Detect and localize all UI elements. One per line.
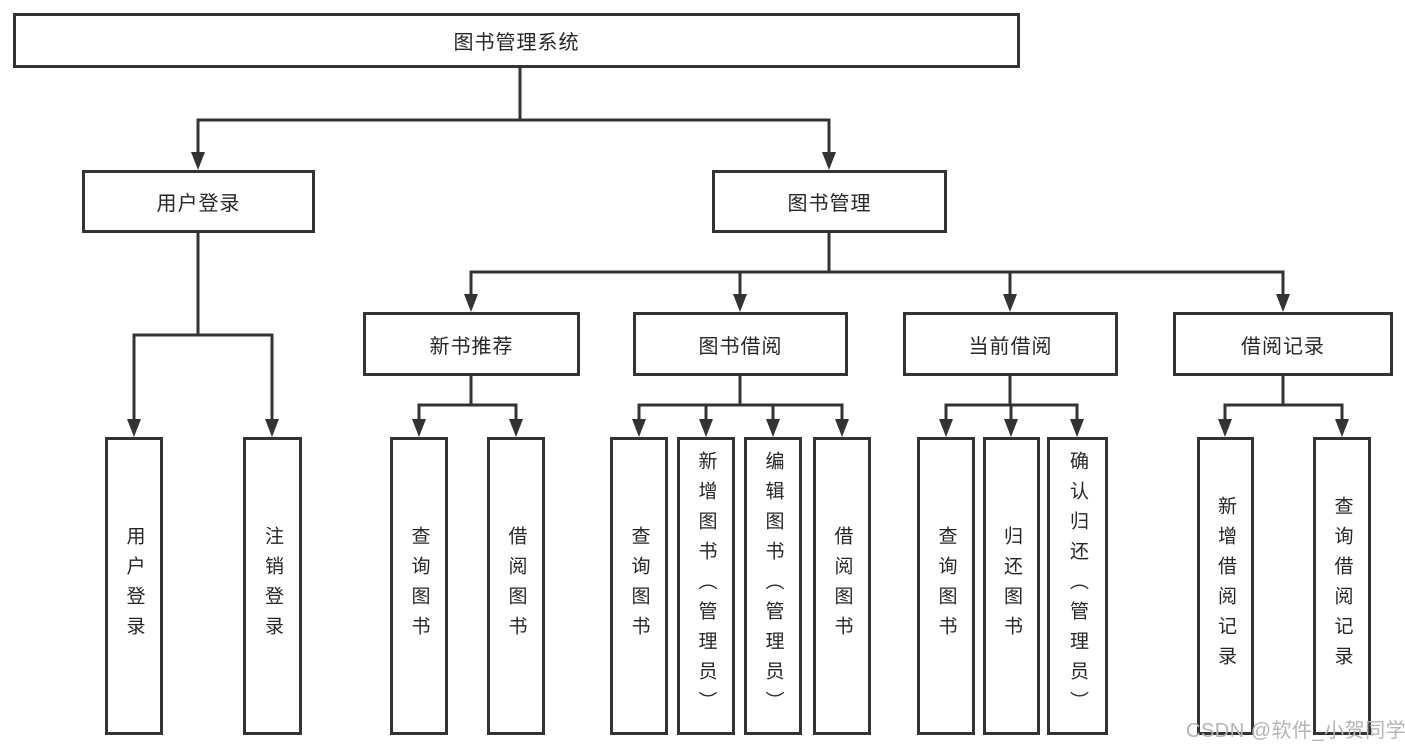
leaf-current-query-books: 查询图书	[917, 437, 975, 735]
leaf-return-books-label: 归还图书	[1001, 526, 1022, 646]
leaf-user-login: 用户登录	[105, 437, 163, 735]
node-book-management-label: 图书管理	[787, 193, 872, 215]
csdn-watermark: CSDN @软件_小贺同学	[1186, 720, 1405, 742]
leaf-recommend-query-books: 查询图书	[390, 437, 448, 735]
leaf-add-borrow-record: 新增借阅记录	[1197, 437, 1254, 735]
leaf-logout: 注销登录	[243, 437, 302, 735]
leaf-user-login-label: 用户登录	[123, 526, 145, 646]
leaf-borrow-books: 借阅图书	[813, 437, 871, 735]
node-new-book-recommend-label: 新书推荐	[429, 335, 514, 358]
node-root-label: 图书管理系统	[453, 32, 580, 54]
leaf-add-books-admin-label: 新增图书（管理员）	[695, 451, 717, 721]
node-current-borrow: 当前借阅	[903, 312, 1118, 376]
leaf-recommend-borrow-books-label: 借阅图书	[505, 526, 527, 646]
leaf-recommend-borrow-books: 借阅图书	[487, 437, 545, 735]
leaf-recommend-query-books-label: 查询图书	[408, 526, 430, 646]
node-new-book-recommend: 新书推荐	[363, 312, 580, 376]
node-borrow-records: 借阅记录	[1173, 312, 1393, 376]
node-book-management: 图书管理	[712, 170, 947, 233]
node-borrow-records-label: 借阅记录	[1241, 335, 1325, 358]
leaf-query-borrow-record: 查询借阅记录	[1313, 437, 1371, 735]
node-current-borrow-label: 当前借阅	[968, 335, 1053, 358]
node-book-borrow: 图书借阅	[633, 312, 848, 376]
leaf-return-books: 归还图书	[983, 437, 1040, 735]
node-user-login: 用户登录	[82, 170, 315, 233]
leaf-edit-books-admin-label: 编辑图书（管理员）	[762, 451, 784, 721]
leaf-edit-books-admin: 编辑图书（管理员）	[744, 437, 802, 735]
node-user-login-label: 用户登录	[156, 193, 241, 215]
leaf-borrow-books-label: 借阅图书	[831, 526, 853, 646]
leaf-confirm-return-admin-label: 确认归还（管理员）	[1067, 451, 1088, 721]
leaf-current-query-books-label: 查询图书	[935, 526, 957, 646]
leaf-add-borrow-record-label: 新增借阅记录	[1215, 496, 1236, 676]
leaf-borrow-query-books-label: 查询图书	[628, 526, 650, 646]
leaf-logout-label: 注销登录	[262, 526, 283, 646]
node-book-borrow-label: 图书借阅	[698, 335, 783, 358]
node-root: 图书管理系统	[13, 13, 1020, 68]
leaf-add-books-admin: 新增图书（管理员）	[677, 437, 735, 735]
leaf-borrow-query-books: 查询图书	[610, 437, 668, 735]
leaf-confirm-return-admin: 确认归还（管理员）	[1047, 437, 1108, 735]
leaf-query-borrow-record-label: 查询借阅记录	[1331, 496, 1353, 676]
